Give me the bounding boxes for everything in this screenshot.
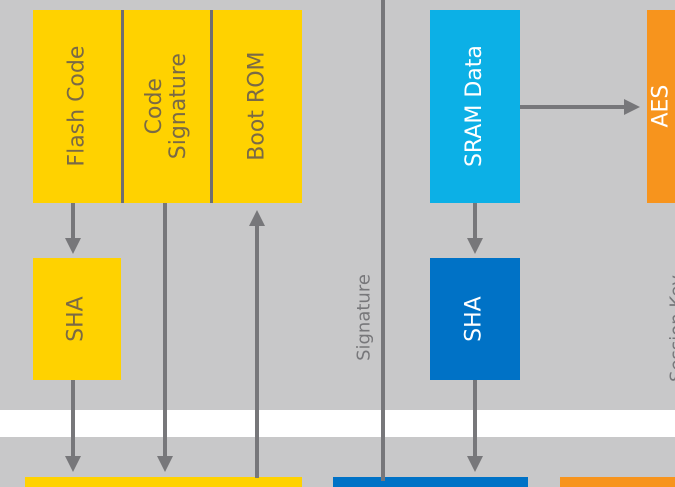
arrows-layer [0, 0, 675, 481]
